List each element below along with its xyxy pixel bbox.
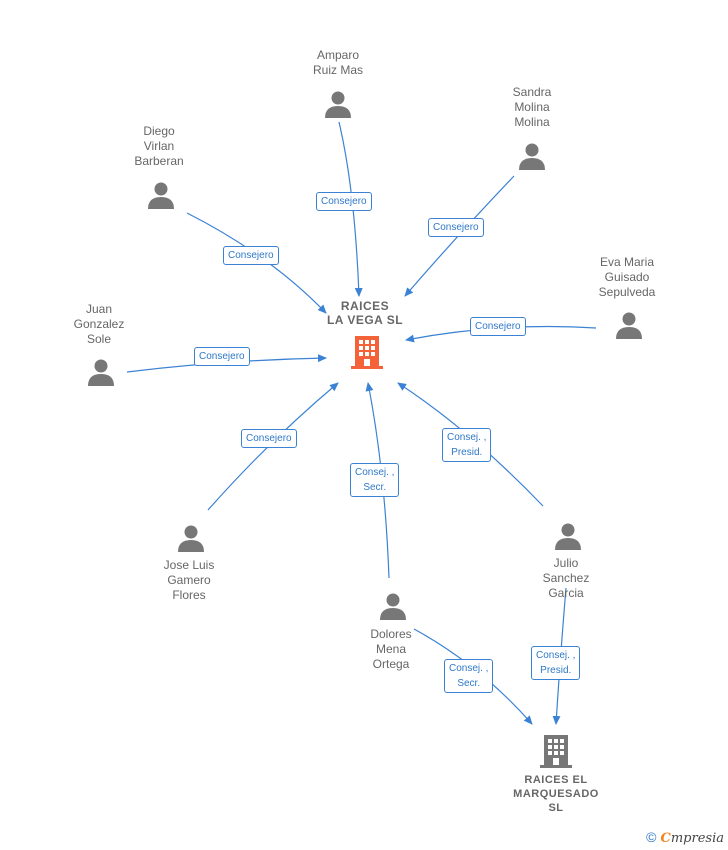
relation-label[interactable]: Consejero (194, 347, 250, 366)
relation-label-line: Consejero (475, 321, 521, 332)
person-name-line: Mena (375, 642, 407, 656)
person-icon[interactable] (614, 310, 644, 340)
person-name-line: Virlan (143, 139, 175, 153)
relation-label-line: Consejero (321, 196, 367, 207)
relation-label-line: Consej. , (447, 432, 487, 443)
brand-initial: C (660, 831, 671, 846)
person-name-line: Molina (514, 115, 550, 129)
person-name-line: Barberan (134, 154, 184, 168)
person-name-line: Ortega (372, 657, 410, 671)
relation-label-line: Secr. (457, 678, 481, 689)
relation-label-line: Consejero (228, 250, 274, 261)
person-name-line: Sanchez (542, 571, 590, 585)
person-name-line: Jose Luis (163, 558, 215, 572)
person-icon[interactable] (176, 523, 206, 553)
relation-label-line: Presid. (451, 447, 483, 458)
relation-label-line: Consejero (246, 433, 292, 444)
relation-label-line: Presid. (540, 665, 572, 676)
person-name-line: Garcia (548, 586, 584, 600)
person-icon[interactable] (553, 521, 583, 551)
person-name-line: Guisado (604, 270, 650, 284)
person-name-line: Flores (172, 588, 206, 602)
person-icon[interactable] (323, 89, 353, 119)
person-name-line: Sole (86, 332, 112, 346)
relation-label[interactable]: Consejero (470, 317, 526, 336)
person-name-line: Sepulveda (598, 285, 656, 299)
relation-label[interactable]: Consej. , Secr. (444, 659, 494, 693)
relation-label-line: Consejero (433, 222, 479, 233)
company-name-line: LA VEGA SL (326, 313, 404, 327)
building-icon[interactable] (351, 334, 383, 370)
relation-label-line: Secr. (363, 482, 387, 493)
person-name-line: Juan (85, 302, 113, 316)
person-name-line: Molina (514, 100, 550, 114)
relation-label[interactable]: Consejero (316, 192, 372, 211)
footer-brand: ©Cmpresia (646, 829, 724, 846)
company-name-line: SL (548, 802, 564, 814)
relation-label[interactable]: Consejero (428, 218, 484, 237)
person-name-line: Eva Maria (599, 255, 655, 269)
building-icon[interactable] (540, 733, 572, 769)
relation-label-line: Consej. , (536, 650, 576, 661)
copyright-symbol: © (646, 829, 657, 845)
person-name-line: Amparo (316, 48, 360, 62)
person-icon[interactable] (378, 591, 408, 621)
relation-label-line: Consejero (199, 351, 245, 362)
person-icon[interactable] (517, 141, 547, 171)
person-name-line: Gamero (167, 573, 211, 587)
person-name-line: Gonzalez (73, 317, 125, 331)
company-name-line: RAICES EL (524, 774, 588, 786)
person-name-line: Sandra (512, 85, 552, 99)
relation-label[interactable]: Consej. , Presid. (531, 646, 581, 680)
relation-label[interactable]: Consej. , Secr. (350, 463, 400, 497)
relation-label-line: Consej. , (355, 467, 395, 478)
person-name-line: Ruiz Mas (312, 63, 363, 77)
person-name-line: Dolores (370, 627, 412, 641)
person-icon[interactable] (146, 180, 176, 210)
company-name-line: RAICES (340, 299, 390, 313)
company-name-raices-el-marquesado[interactable]: RAICES EL MARQUESADO SL (496, 773, 616, 815)
person-icon[interactable] (86, 357, 116, 387)
person-name-line: Julio (553, 556, 579, 570)
relation-label[interactable]: Consejero (241, 429, 297, 448)
relation-label[interactable]: Consej. , Presid. (442, 428, 492, 462)
brand-name: mpresia (670, 831, 724, 846)
company-name-raices-la-vega[interactable]: RAICES LA VEGA SL (315, 299, 415, 327)
company-name-line: MARQUESADO (513, 788, 599, 800)
person-name-line: Diego (143, 124, 175, 138)
relation-label-line: Consej. , (449, 663, 489, 674)
relation-label[interactable]: Consejero (223, 246, 279, 265)
